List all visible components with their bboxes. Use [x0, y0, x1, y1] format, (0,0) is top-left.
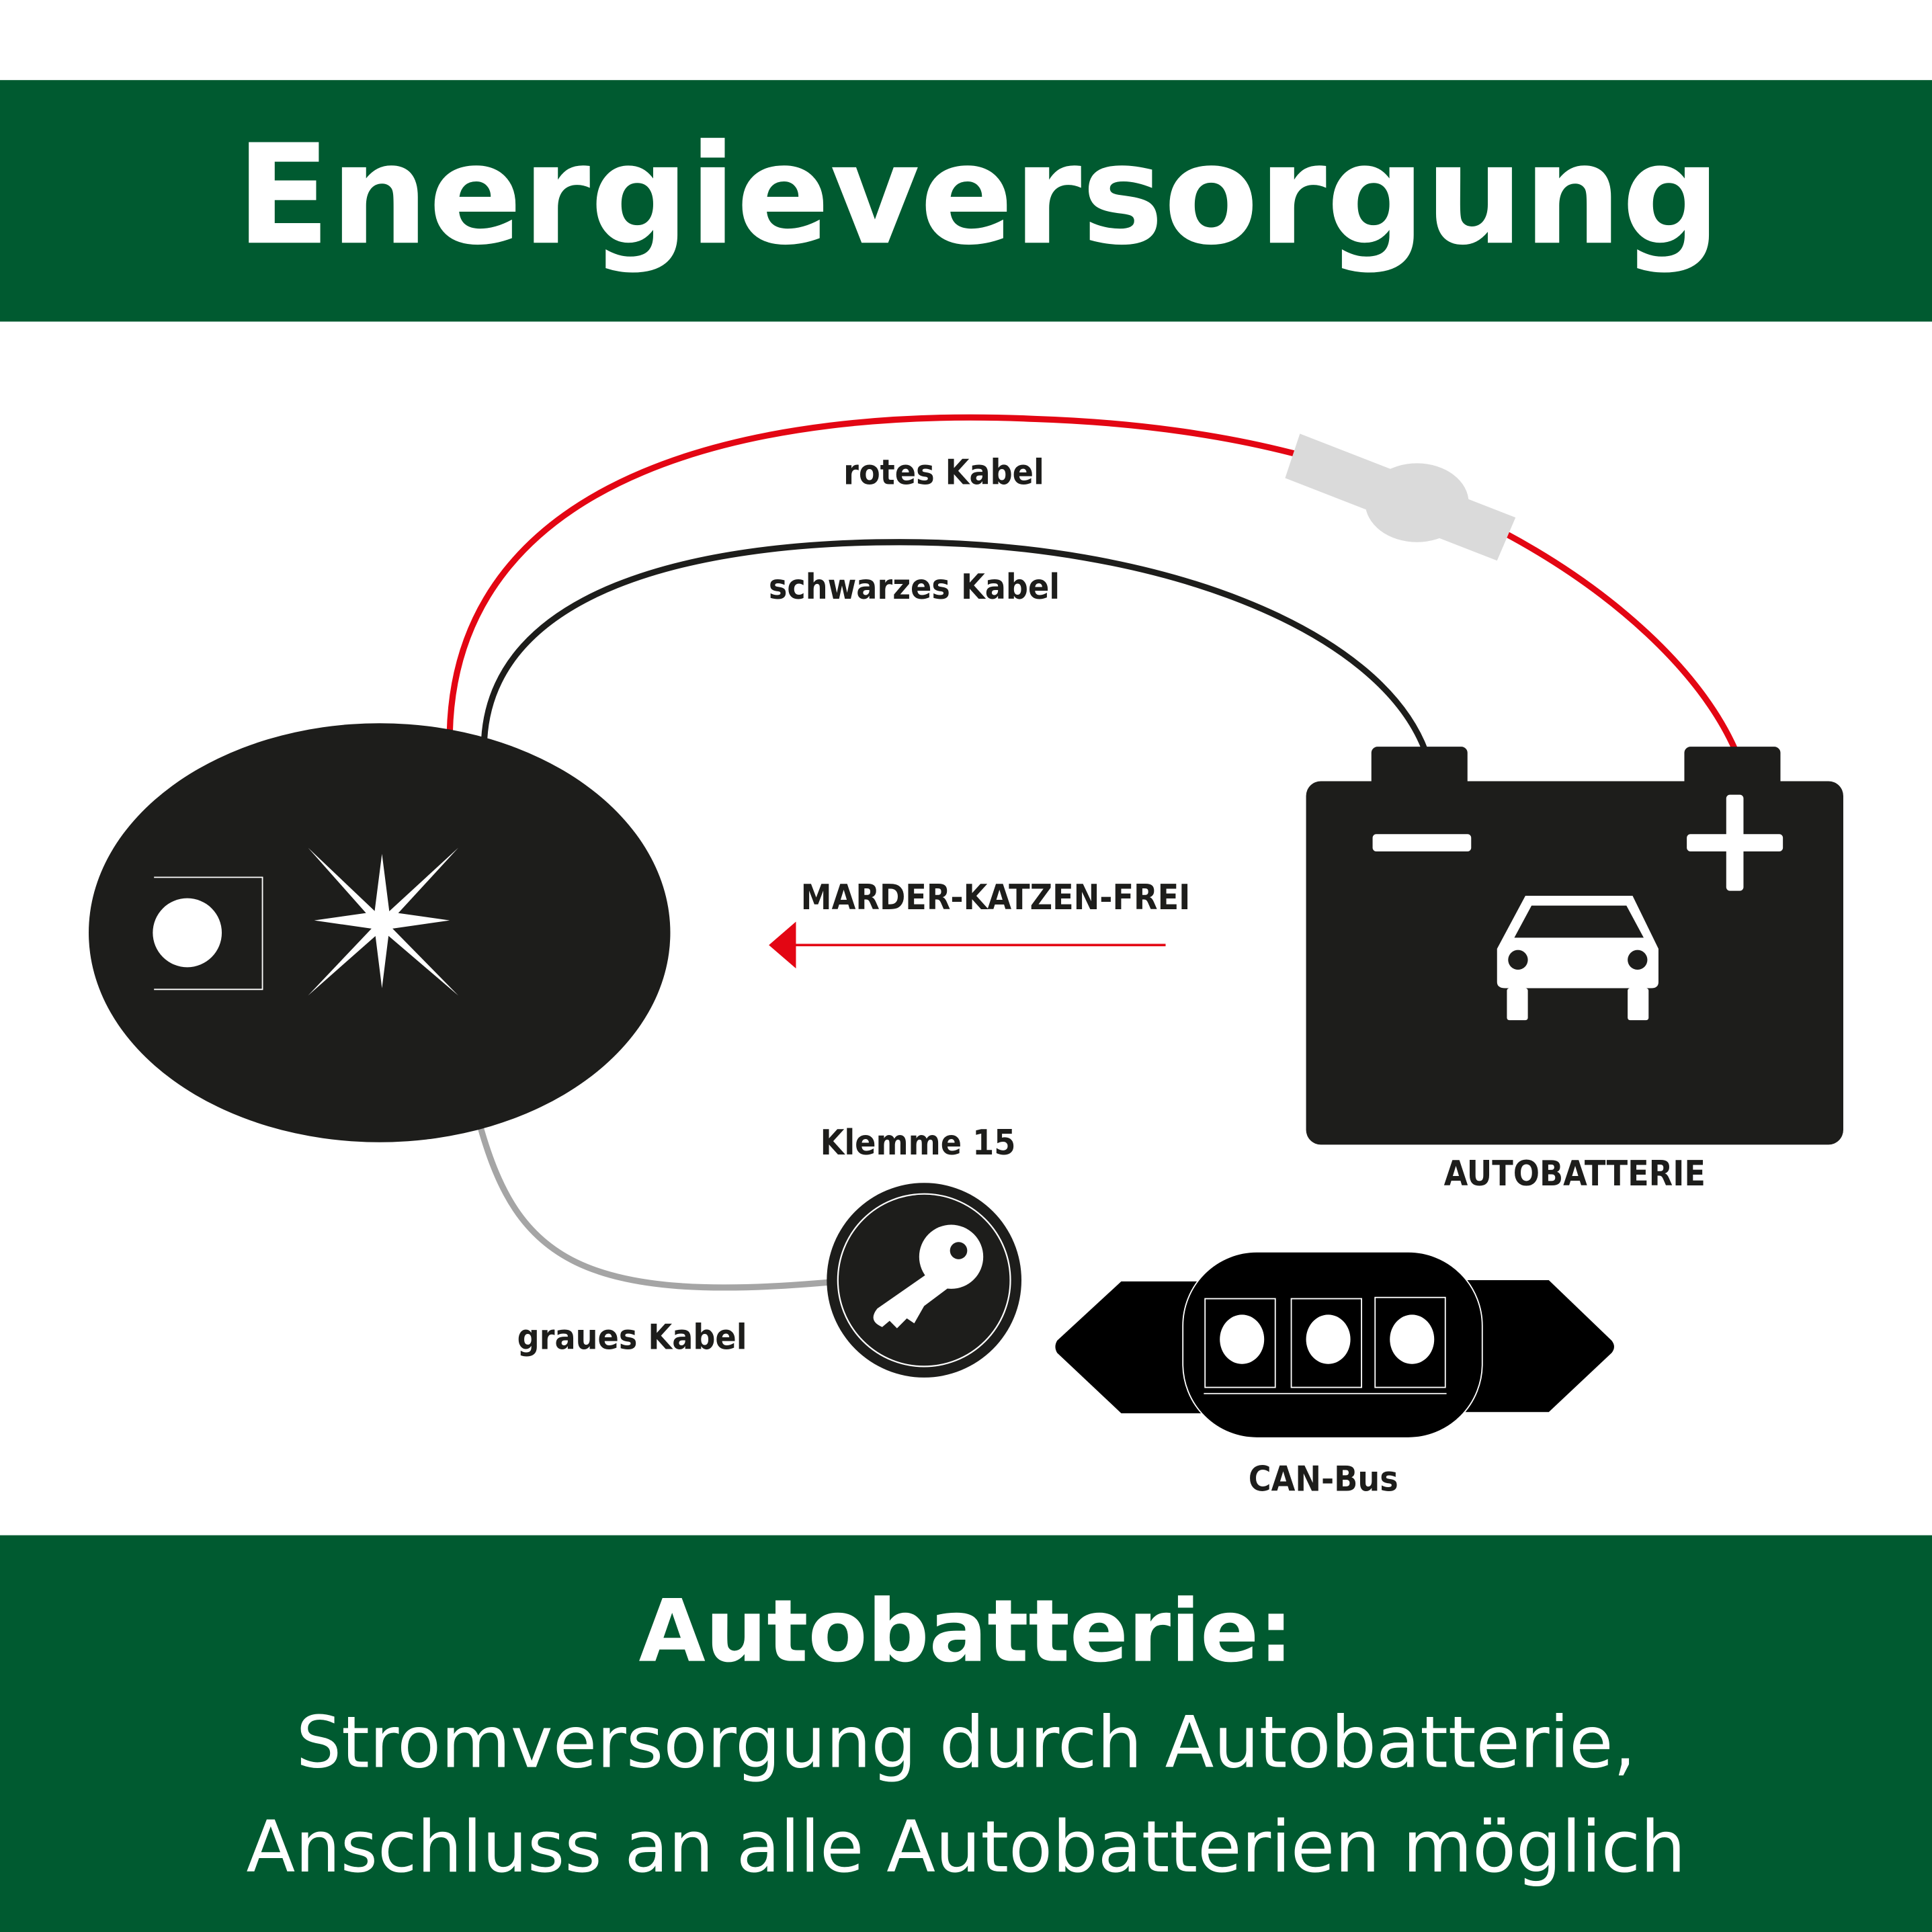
grey-cable: [477, 1126, 839, 1291]
red-cable: [446, 414, 1295, 734]
car-icon: [1497, 895, 1658, 1021]
minus-icon: [1372, 834, 1472, 851]
marten-free-label: MARDER-KATZEN-FREI: [801, 878, 1191, 918]
ignition-label: Klemme 15: [821, 1123, 1016, 1163]
page-title: Energieversorgung: [236, 115, 1720, 276]
footer-line-1: Stromversorgung durch Autobatterie,: [296, 1701, 1636, 1784]
red-cable-battery: [1501, 530, 1738, 751]
can-bus-connector-icon: [1055, 1251, 1614, 1439]
can-bus-label: CAN-Bus: [1249, 1460, 1398, 1500]
sensor-icon: [153, 898, 222, 968]
black-cable: [481, 539, 1429, 753]
car-battery-icon: [1306, 747, 1843, 1145]
flash-light-icon: [308, 847, 459, 996]
battery-label: AUTOBATTERIE: [1444, 1154, 1706, 1194]
grey-cable-label: graues Kabel: [517, 1318, 747, 1358]
ignition-key-icon: [827, 1183, 1022, 1378]
plus-icon: [1687, 794, 1783, 891]
header-banner: [0, 80, 1932, 322]
red-cable-label: rotes Kabel: [843, 453, 1044, 493]
footer-line-2: Anschluss an alle Autobatterien möglich: [247, 1806, 1686, 1889]
fuse-holder-icon: [1285, 433, 1516, 561]
footer-banner: [0, 1535, 1932, 1932]
marten-repeller-device: [89, 723, 671, 1142]
footer-heading: Autobatterie:: [639, 1582, 1294, 1682]
arrow-left-icon: [769, 921, 1166, 969]
black-cable-label: schwarzes Kabel: [769, 567, 1060, 607]
